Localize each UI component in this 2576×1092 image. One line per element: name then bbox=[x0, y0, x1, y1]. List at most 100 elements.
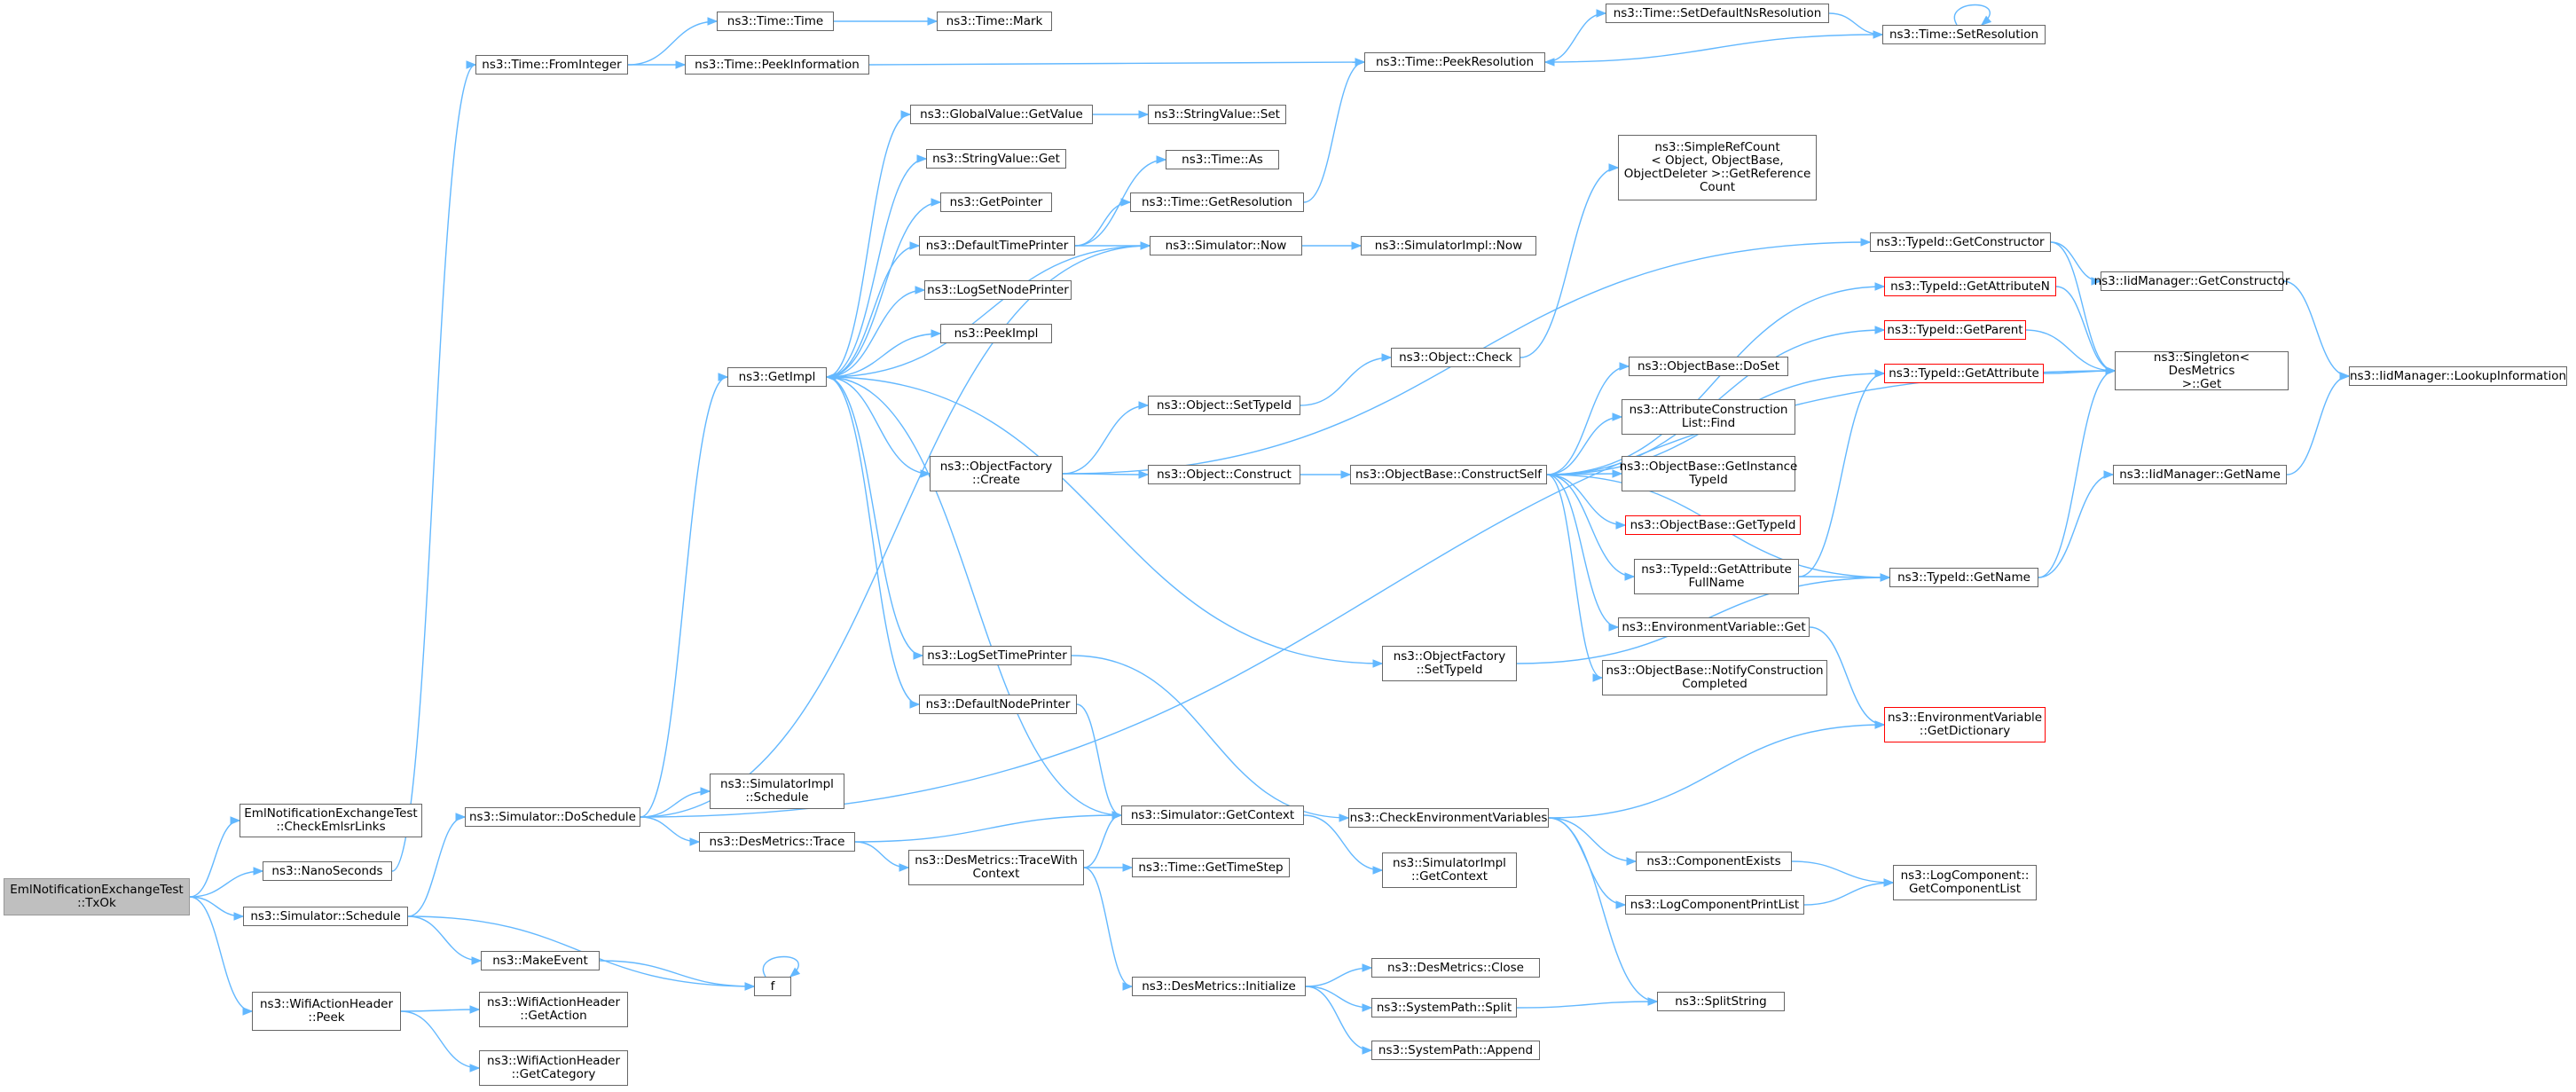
arrowhead-getresolution-to-peekres bbox=[1355, 58, 1366, 67]
node-singleton[interactable]: ns3::Singleton< DesMetrics >::Get bbox=[2115, 350, 2289, 390]
node-componentexists[interactable]: ns3::ComponentExists bbox=[1636, 852, 1792, 871]
node-wifipeek[interactable]: ns3::WifiActionHeader ::Peek bbox=[252, 992, 401, 1031]
node-peekres[interactable]: ns3::Time::PeekResolution bbox=[1364, 52, 1545, 72]
node-desinit[interactable]: ns3::DesMetrics::Initialize bbox=[1132, 977, 1306, 996]
node-setdefns[interactable]: ns3::Time::SetDefaultNsResolution bbox=[1606, 4, 1829, 23]
node-objfactsettypeid[interactable]: ns3::ObjectFactory ::SetTypeId bbox=[1382, 646, 1517, 681]
node-peekimpl[interactable]: ns3::PeekImpl bbox=[940, 324, 1052, 343]
node-nanosec[interactable]: ns3::NanoSeconds bbox=[263, 861, 392, 881]
node-getimpl[interactable]: ns3::GetImpl bbox=[727, 367, 827, 387]
node-lookupinfo[interactable]: ns3::IidManager::LookupInformation bbox=[2349, 366, 2567, 386]
node-getattribute[interactable]: ns3::TypeId::GetAttribute bbox=[1884, 364, 2044, 383]
edge-constructself-to-notifyconstr bbox=[1546, 474, 1603, 679]
node-getpointer[interactable]: ns3::GetPointer bbox=[940, 192, 1052, 212]
node-simnow[interactable]: ns3::Simulator::Now bbox=[1150, 236, 1302, 255]
node-fromint[interactable]: ns3::Time::FromInteger bbox=[475, 55, 628, 75]
node-syspathsplit[interactable]: ns3::SystemPath::Split bbox=[1371, 998, 1517, 1017]
node-defaultnp[interactable]: ns3::DefaultNodePrinter bbox=[919, 695, 1077, 714]
edge-getattrfullname-to-getattribute bbox=[1798, 373, 1885, 577]
edge-getimpl-to-logsettp bbox=[826, 376, 923, 656]
node-getattrfullname[interactable]: ns3::TypeId::GetAttribute FullName bbox=[1634, 559, 1799, 594]
node-timetime[interactable]: ns3::Time::Time bbox=[717, 12, 834, 31]
node-desmetricstrace[interactable]: ns3::DesMetrics::Trace bbox=[699, 832, 855, 852]
node-logcompgetlist[interactable]: ns3::LogComponent:: GetComponentList bbox=[1893, 865, 2037, 900]
edge-constructself-to-envget bbox=[1546, 474, 1619, 628]
node-objsettypeid[interactable]: ns3::Object::SetTypeId bbox=[1148, 396, 1300, 415]
node-setres[interactable]: ns3::Time::SetResolution bbox=[1882, 25, 2046, 44]
edge-simgetcontext-to-getimpl bbox=[826, 376, 1122, 816]
node-strset[interactable]: ns3::StringValue::Set bbox=[1148, 105, 1286, 124]
node-simimplschedule[interactable]: ns3::SimulatorImpl ::Schedule bbox=[710, 774, 844, 809]
node-checkeml[interactable]: EmlNotificationExchangeTest ::CheckEmlsr… bbox=[240, 804, 422, 837]
node-getparent[interactable]: ns3::TypeId::GetParent bbox=[1884, 320, 2026, 340]
node-strget[interactable]: ns3::StringValue::Get bbox=[926, 149, 1066, 169]
node-tidgetname[interactable]: ns3::TypeId::GetName bbox=[1889, 568, 2038, 587]
edge-getattrN-to-singleton bbox=[2055, 286, 2116, 372]
arrowhead-constructself-to-notifyconstr bbox=[1592, 673, 1604, 682]
arrowhead-desmetricstrace-to-tracewithcontext bbox=[899, 863, 910, 872]
node-getresolution[interactable]: ns3::Time::GetResolution bbox=[1130, 192, 1304, 212]
node-f[interactable]: f bbox=[754, 977, 791, 996]
node-tracewithcontext[interactable]: ns3::DesMetrics::TraceWith Context bbox=[908, 850, 1084, 885]
node-simplerefcount[interactable]: ns3::SimpleRefCount < Object, ObjectBase… bbox=[1618, 135, 1817, 200]
node-peekinfo[interactable]: ns3::Time::PeekInformation bbox=[685, 55, 869, 75]
edge-getimpl-to-defaultnp bbox=[826, 376, 920, 705]
edge-logcompprintlist-to-logcompgetlist bbox=[1803, 882, 1894, 906]
node-wifigetaction[interactable]: ns3::WifiActionHeader ::GetAction bbox=[479, 992, 628, 1027]
arrowhead-fromint-to-timetime bbox=[707, 17, 719, 26]
edge-simschedule-to-makeevent bbox=[407, 915, 482, 962]
node-timegettimestep[interactable]: ns3::Time::GetTimeStep bbox=[1132, 858, 1290, 877]
node-envdict[interactable]: ns3::EnvironmentVariable ::GetDictionary bbox=[1884, 707, 2046, 742]
node-iidgetconstructor[interactable]: ns3::IidManager::GetConstructor bbox=[2094, 271, 2289, 291]
arrowhead-getattrfullname-to-getattribute bbox=[1874, 369, 1886, 378]
node-timeas[interactable]: ns3::Time::As bbox=[1166, 150, 1279, 169]
node-tidgetconstructor[interactable]: ns3::TypeId::GetConstructor bbox=[1870, 232, 2051, 252]
node-objfactcreate[interactable]: ns3::ObjectFactory ::Create bbox=[930, 456, 1063, 491]
arrowhead-constructself-to-getattrfullname bbox=[1624, 572, 1636, 581]
node-doset[interactable]: ns3::ObjectBase::DoSet bbox=[1629, 357, 1788, 376]
node-desclose[interactable]: ns3::DesMetrics::Close bbox=[1371, 958, 1540, 978]
node-objconstruct[interactable]: ns3::Object::Construct bbox=[1148, 465, 1300, 484]
node-getinsttypeid[interactable]: ns3::ObjectBase::GetInstance TypeId bbox=[1620, 456, 1797, 491]
node-defaulttp[interactable]: ns3::DefaultTimePrinter bbox=[919, 236, 1075, 255]
edge-getattribute-to-singleton bbox=[2043, 370, 2116, 374]
node-simdoschedule[interactable]: ns3::Simulator::DoSchedule bbox=[465, 807, 640, 827]
edge-iidgetname-to-lookupinfo bbox=[2286, 375, 2350, 475]
node-logcompprintlist[interactable]: ns3::LogComponentPrintList bbox=[1625, 895, 1804, 915]
node-wifigetcategory[interactable]: ns3::WifiActionHeader ::GetCategory bbox=[479, 1050, 628, 1086]
node-simschedule[interactable]: ns3::Simulator::Schedule bbox=[243, 907, 408, 926]
node-objcheck[interactable]: ns3::Object::Check bbox=[1391, 348, 1520, 367]
node-obgettypeid[interactable]: ns3::ObjectBase::GetTypeId bbox=[1625, 515, 1801, 535]
node-simgetcontext[interactable]: ns3::Simulator::GetContext bbox=[1121, 805, 1304, 825]
arrowhead-defaultnp-to-simgetcontext bbox=[1111, 811, 1123, 820]
arrowhead-simdoschedule-to-getimpl bbox=[718, 373, 729, 381]
node-simimplnow[interactable]: ns3::SimulatorImpl::Now bbox=[1361, 236, 1536, 255]
arrowhead-logcompprintlist-to-logcompgetlist bbox=[1883, 878, 1895, 887]
node-envget[interactable]: ns3::EnvironmentVariable::Get bbox=[1618, 617, 1810, 637]
node-logsettp[interactable]: ns3::LogSetTimePrinter bbox=[923, 646, 1072, 665]
edge-simdoschedule-to-simimplschedule bbox=[640, 790, 711, 818]
node-getattrN[interactable]: ns3::TypeId::GetAttributeN bbox=[1884, 277, 2056, 296]
node-globalget[interactable]: ns3::GlobalValue::GetValue bbox=[910, 105, 1093, 124]
edge-envget-to-envdict bbox=[1809, 626, 1885, 726]
edge-constructself-to-getattrN bbox=[1546, 286, 1885, 475]
node-splitstring[interactable]: ns3::SplitString bbox=[1657, 992, 1785, 1011]
node-constructself[interactable]: ns3::ObjectBase::ConstructSelf bbox=[1350, 465, 1547, 484]
node-syspathappend[interactable]: ns3::SystemPath::Append bbox=[1371, 1041, 1540, 1060]
node-attrfind[interactable]: ns3::AttributeConstruction List::Find bbox=[1622, 399, 1795, 435]
node-timemark[interactable]: ns3::Time::Mark bbox=[937, 12, 1052, 31]
edge-checkenvvars-to-envdict bbox=[1548, 724, 1885, 819]
edge-makeevent-to-f bbox=[599, 960, 755, 987]
node-notifyconstr[interactable]: ns3::ObjectBase::NotifyConstruction Comp… bbox=[1602, 660, 1827, 695]
node-iidgetname[interactable]: ns3::IidManager::GetName bbox=[2113, 465, 2287, 484]
node-checkenvvars[interactable]: ns3::CheckEnvironmentVariables bbox=[1348, 808, 1549, 828]
node-makeevent[interactable]: ns3::MakeEvent bbox=[481, 951, 600, 970]
arrowhead-logsettp-to-checkenvvars bbox=[1339, 813, 1350, 822]
arrowhead-constructself-to-envget bbox=[1608, 623, 1620, 632]
edge-getimpl-to-globalget bbox=[826, 114, 911, 378]
node-simimplgetcontext[interactable]: ns3::SimulatorImpl ::GetContext bbox=[1382, 852, 1517, 888]
node-logsetnode[interactable]: ns3::LogSetNodePrinter bbox=[924, 280, 1072, 300]
edge-objfactcreate-to-objsettypeid bbox=[1062, 405, 1149, 475]
edge-wifipeek-to-wifigetcategory bbox=[400, 1010, 480, 1069]
edge-defaulttp-to-getresolution bbox=[1074, 201, 1131, 247]
